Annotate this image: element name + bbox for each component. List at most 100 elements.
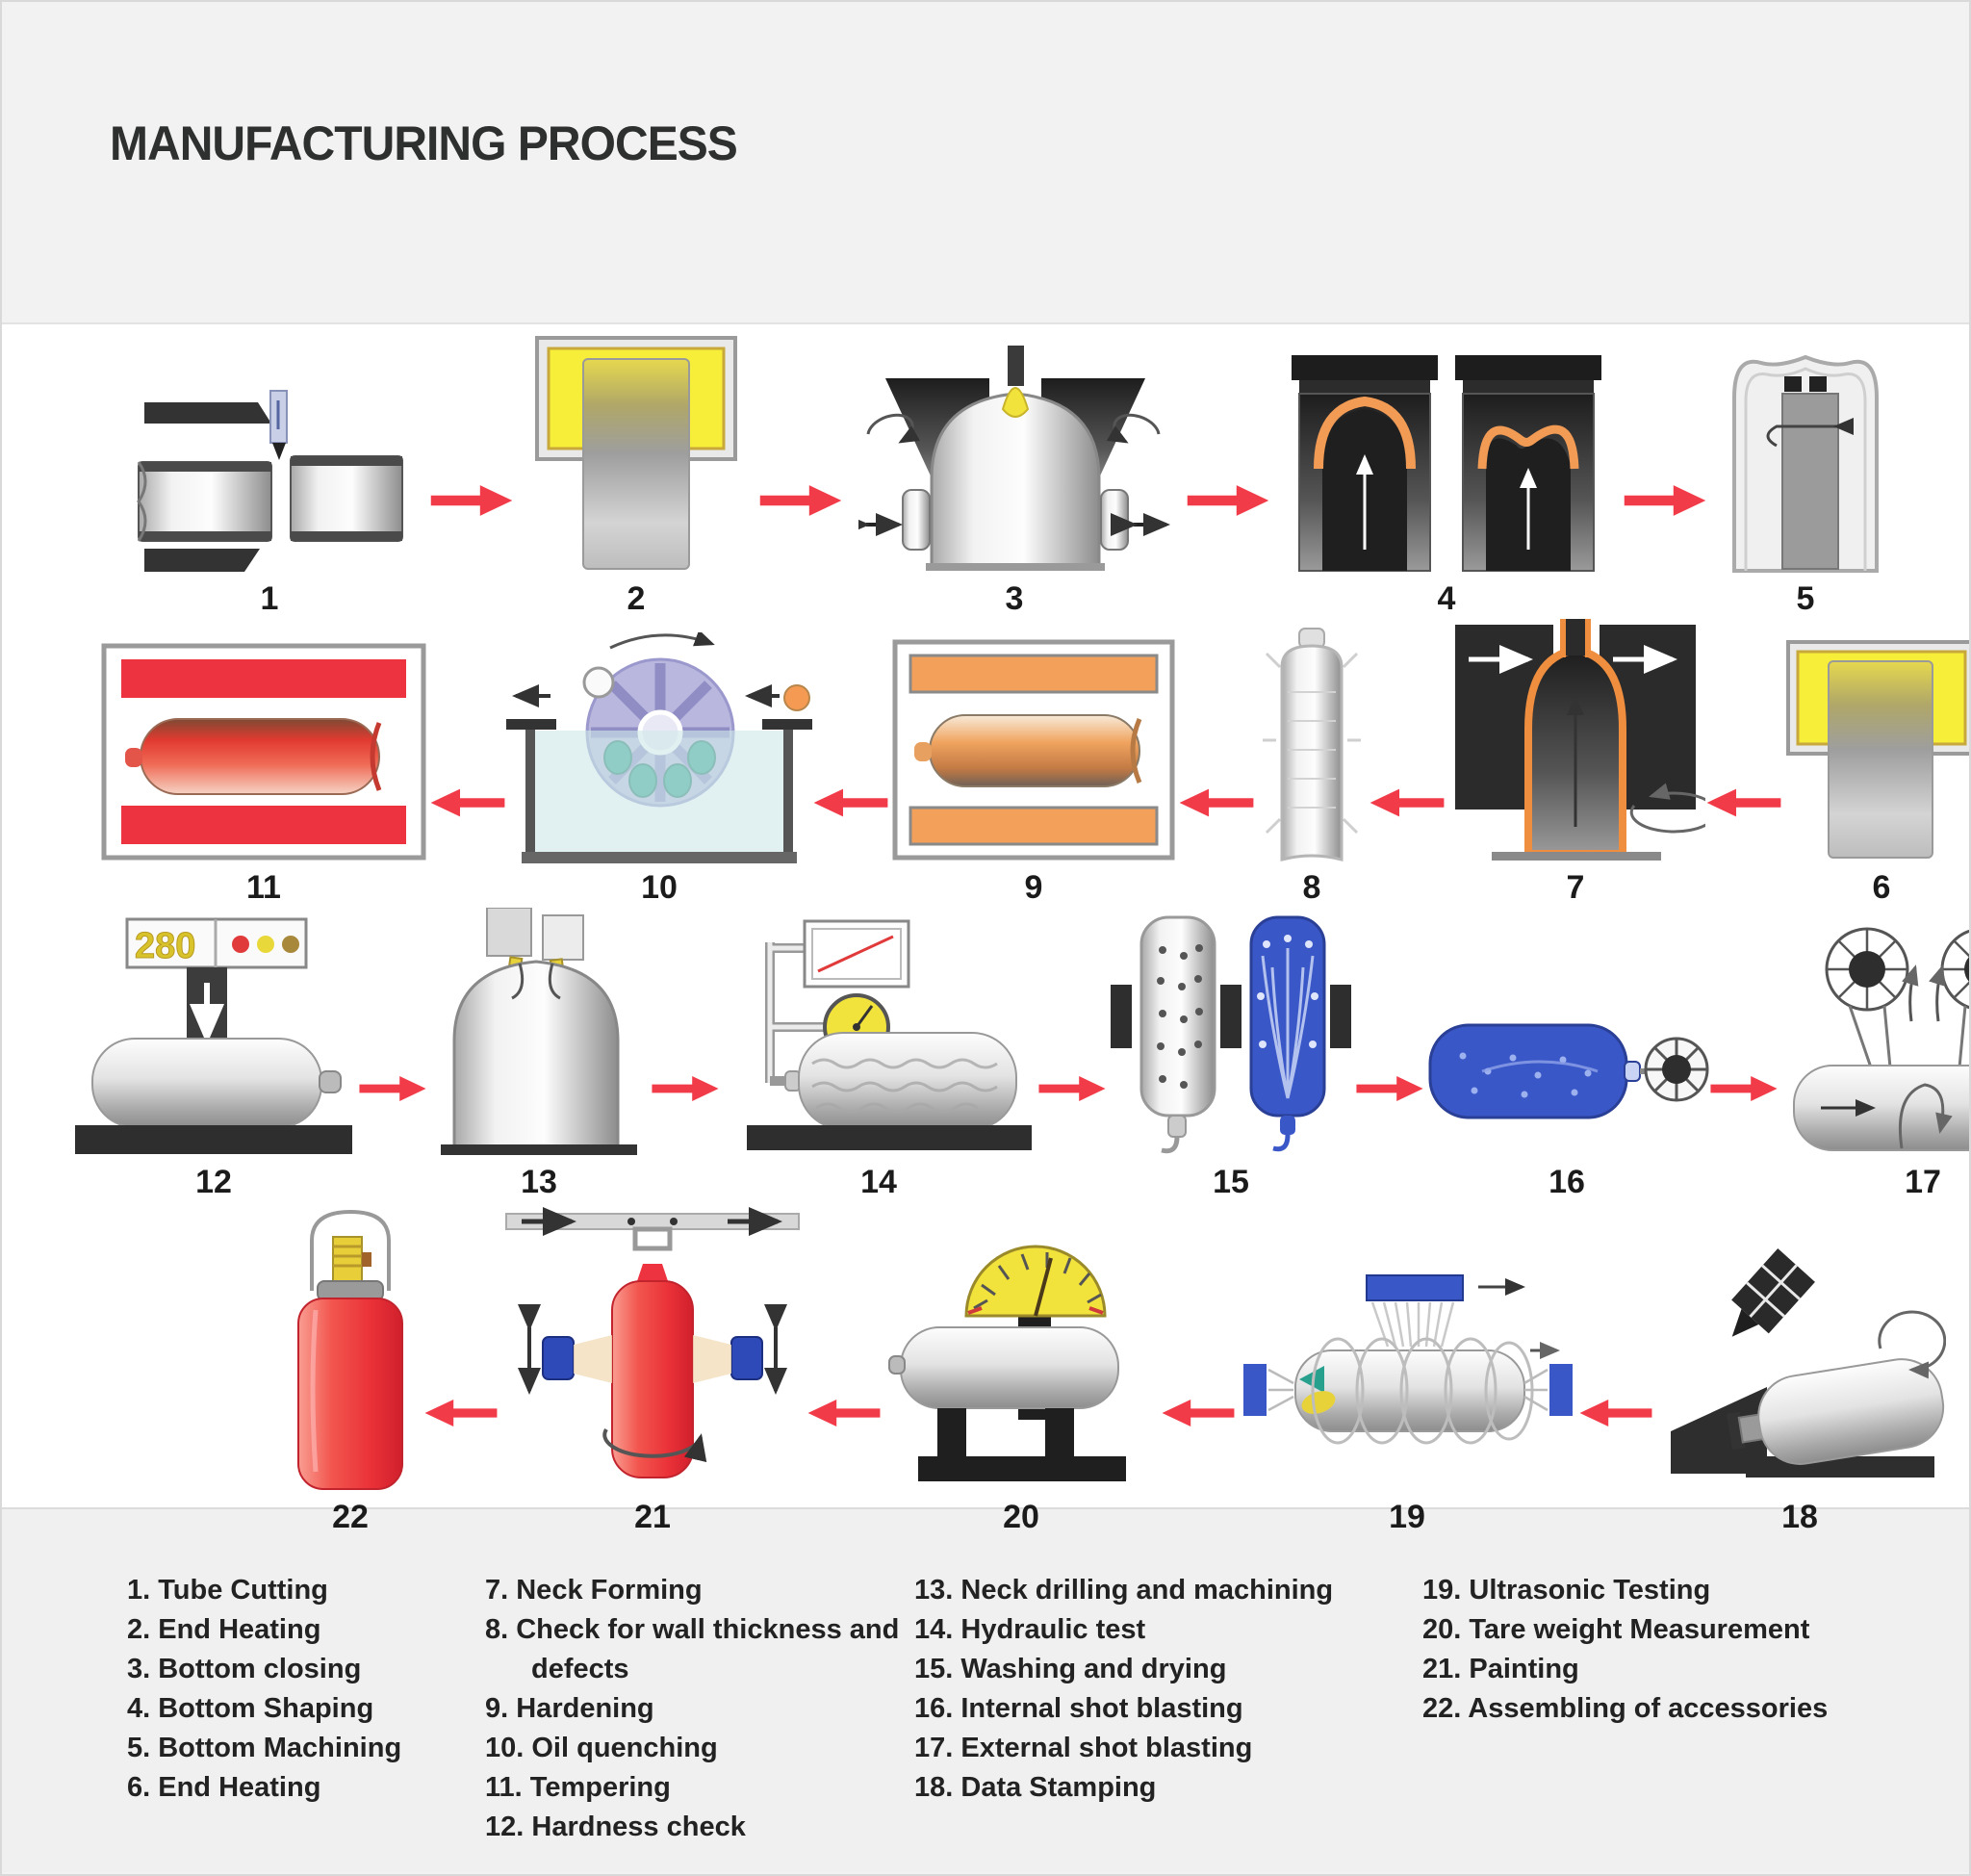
assembled-cylinder-illustration: [297, 1209, 403, 1490]
tube-cutting-illustration: [137, 390, 403, 572]
flow-arrow-right-icon: [429, 482, 514, 519]
legend-item: 7. Neck Forming: [485, 1575, 703, 1606]
oil-quenching-illustration: [506, 632, 812, 863]
washing-drying-illustration: [1111, 915, 1351, 1154]
legend-item: 1. Tube Cutting: [127, 1575, 328, 1606]
step-number: 6: [1872, 869, 1891, 906]
tare-weight-illustration: [888, 1245, 1126, 1481]
legend-item: 9. Hardening: [485, 1693, 654, 1724]
neck-drilling-illustration: [441, 908, 637, 1155]
process-step: 7: [1446, 617, 1705, 906]
process-step: 18: [1653, 1235, 1946, 1535]
tempering-illustration: [101, 643, 426, 861]
process-step: 4: [1286, 351, 1607, 617]
legend-column-4: 19. Ultrasonic Testing 20. Tare weight M…: [1422, 1571, 1882, 1872]
step-number: 15: [1213, 1164, 1249, 1200]
flow-arrow-left-icon: [1178, 784, 1255, 821]
bottom-shaping-illustration: [1292, 355, 1601, 572]
step-number: 21: [634, 1499, 671, 1535]
legend-item: 18. Data Stamping: [914, 1772, 1157, 1803]
legend-item: 4. Bottom Shaping: [127, 1693, 374, 1724]
step-number: 3: [1005, 580, 1024, 617]
flow-arrow-left-icon: [812, 784, 889, 821]
legend-item: 15. Washing and drying: [914, 1654, 1227, 1684]
hydraulic-test-illustration: [747, 919, 1032, 1150]
legend-column-2: 7. Neck Forming 8. Check for wall thickn…: [485, 1571, 914, 1872]
step-number: 13: [521, 1164, 557, 1200]
process-step: 6: [1782, 636, 1969, 906]
legend-item: 2. End Heating: [127, 1614, 321, 1645]
step-number: 9: [1024, 869, 1043, 906]
page-title: MANUFACTURING PROCESS: [110, 116, 738, 170]
bottom-machining-illustration: [1732, 354, 1879, 573]
process-row-3: 280 12: [2, 906, 1969, 1200]
internal-shot-blasting-illustration: [1428, 1023, 1709, 1119]
step-number: 17: [1905, 1164, 1941, 1200]
step-number: 4: [1437, 580, 1456, 617]
process-step: 8: [1255, 625, 1369, 906]
process-row-2: 11: [2, 617, 1969, 906]
step-number: 18: [1781, 1499, 1818, 1535]
legend-item: 14. Hydraulic test: [914, 1614, 1146, 1645]
painting-illustration: [505, 1207, 800, 1478]
legend-item: 8. Check for wall thickness and defects: [485, 1614, 900, 1684]
process-row-1: 1 2: [2, 332, 1969, 617]
hardness-check-illustration: 280: [75, 917, 352, 1154]
external-shot-blasting-illustration: [1793, 927, 1969, 1151]
step-number: 14: [860, 1164, 897, 1200]
flow-arrow-left-icon: [429, 784, 506, 821]
process-step: 16: [1424, 975, 1709, 1200]
process-step: 14: [720, 910, 1037, 1200]
flow-arrow-right-icon: [758, 482, 843, 519]
bottom-closing-illustration: [858, 346, 1170, 571]
step-number: 2: [627, 580, 646, 617]
data-stamping-illustration: [1671, 1248, 1946, 1478]
wall-thickness-check-illustration: [1263, 628, 1361, 861]
step-number: 22: [332, 1499, 369, 1535]
process-step: 9: [889, 636, 1178, 906]
process-step: 3: [858, 346, 1170, 617]
legend-column-1: 1. Tube Cutting 2. End Heating 3. Bottom…: [127, 1571, 485, 1872]
legend-item: 10. Oil quenching: [485, 1733, 718, 1763]
flow-arrow-right-icon: [358, 1071, 427, 1106]
step-number: 11: [246, 869, 281, 906]
legend-item: 5. Bottom Machining: [127, 1733, 402, 1763]
step-number: 16: [1549, 1164, 1585, 1200]
step-number: 5: [1796, 580, 1815, 617]
process-step: 20: [882, 1220, 1161, 1535]
legend-item: 13. Neck drilling and machining: [914, 1575, 1334, 1606]
legend-item: 12. Hardness check: [485, 1812, 746, 1842]
step-number: 20: [1003, 1499, 1039, 1535]
step-number: 8: [1302, 869, 1321, 906]
process-step: 5: [1723, 342, 1888, 617]
flow-arrow-right-icon: [1623, 482, 1707, 519]
flow-arrow-left-icon: [423, 1395, 499, 1431]
process-step: 19: [1236, 1250, 1578, 1535]
process-row-4: 22: [2, 1200, 1969, 1535]
process-step: 10: [506, 632, 812, 906]
legend-item: 22. Assembling of accessories: [1422, 1693, 1829, 1724]
process-step: 2: [529, 332, 743, 617]
step-number: 1: [260, 580, 279, 617]
process-step: 15: [1107, 910, 1355, 1200]
header-band: MANUFACTURING PROCESS: [2, 2, 1969, 322]
legend-item: 11. Tempering: [485, 1772, 671, 1803]
ultrasonic-testing-illustration: [1243, 1274, 1573, 1445]
flow-arrow-right-icon: [651, 1071, 720, 1106]
legend-item: 17. External shot blasting: [914, 1733, 1253, 1763]
legend-item: 19. Ultrasonic Testing: [1422, 1575, 1711, 1606]
flow-arrow-right-icon: [1186, 482, 1270, 519]
step-number: 12: [195, 1164, 232, 1200]
step-number: 19: [1389, 1499, 1425, 1535]
process-step: 280 12: [69, 906, 358, 1200]
legend-band: 1. Tube Cutting 2. End Heating 3. Bottom…: [2, 1509, 1969, 1872]
flow-arrow-left-icon: [1578, 1395, 1653, 1431]
flow-arrow-left-icon: [1369, 784, 1446, 821]
step-number: 7: [1566, 869, 1585, 906]
process-step: 17: [1779, 906, 1969, 1200]
flow-arrow-left-icon: [806, 1395, 882, 1431]
legend-column-3: 13. Neck drilling and machining 14. Hydr…: [914, 1571, 1422, 1872]
legend-item: 21. Painting: [1422, 1654, 1579, 1684]
end-heating-2-illustration: [1786, 640, 1969, 859]
